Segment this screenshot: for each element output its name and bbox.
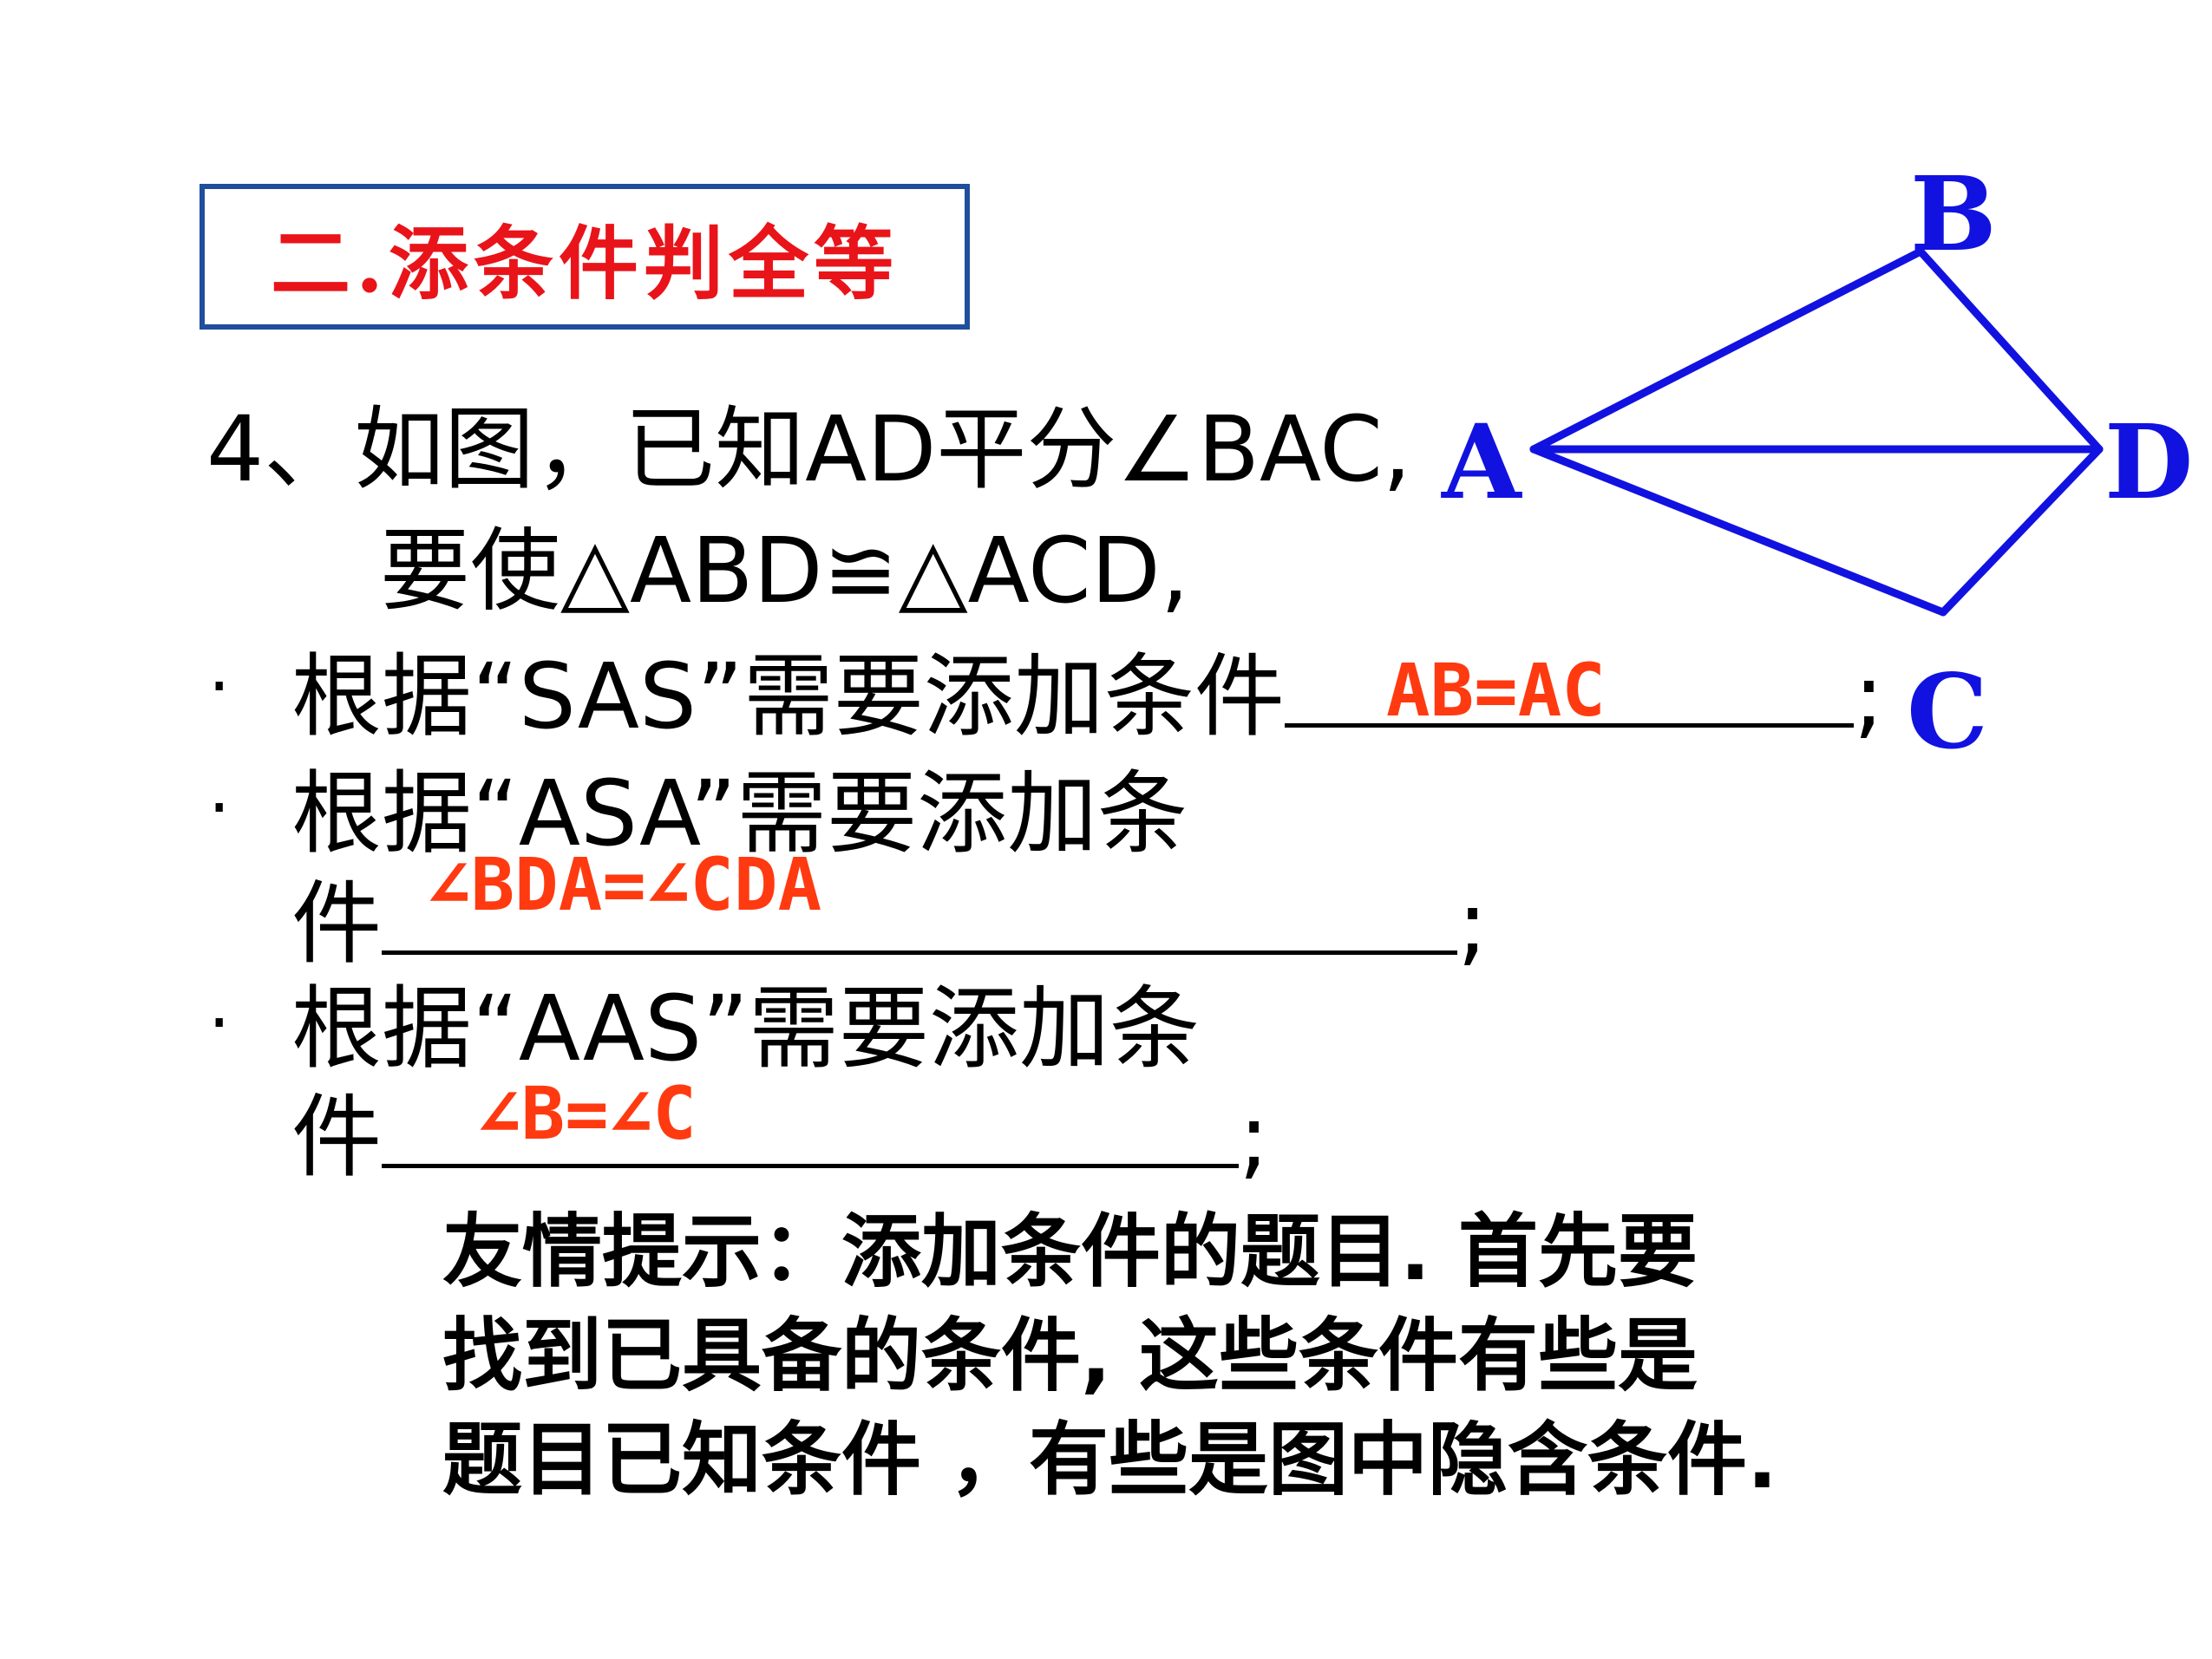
section-title: 二.添条件判全等 [270, 216, 900, 310]
problem-line-1: 4、如图，已知AD平分∠BAC, [206, 396, 1411, 502]
vertex-label-d: D [2104, 402, 2193, 522]
asa-cont-line: 件; [291, 867, 1488, 976]
vertex-label-c: C [1907, 651, 1988, 772]
sas-end: ; [1853, 643, 1884, 749]
asa-line: 根据“ASA”需要添加条 [291, 761, 1188, 866]
problem-line-2: 要使△ABD≌△ACD, [380, 518, 1189, 624]
sas-line: 根据“SAS”需要添加条件; [291, 640, 1884, 748]
asa-blank[interactable] [382, 867, 1458, 955]
vertex-label-a: A [1441, 402, 1522, 522]
hint-line-3: 题目已知条件 ，有些是图中隐含条件. [442, 1414, 1777, 1506]
aas-cont: 件 [291, 1084, 383, 1190]
aas-end: ; [1239, 1084, 1270, 1190]
segment-ab [1529, 247, 1925, 454]
sas-blank[interactable] [1284, 640, 1854, 728]
sas-text: 根据“SAS”需要添加条件 [291, 643, 1285, 749]
section-title-box: 二.添条件判全等 [200, 184, 970, 330]
segment-bd [1916, 247, 2104, 454]
aas-answer: ∠B=∠C [477, 1071, 697, 1156]
diagram-lines [1529, 247, 2104, 617]
aas-line: 根据“AAS”需要添加条 [291, 976, 1200, 1081]
asa-answer: ∠BDA=∠CDA [427, 842, 822, 927]
bullet-sas: · [208, 646, 231, 727]
hint-line-1: 友情提示：添加条件的题目. 首先要 [442, 1205, 1698, 1298]
vertex-label-b: B [1910, 153, 1997, 274]
bullet-aas: · [208, 983, 231, 1063]
aas-cont-line: 件; [291, 1081, 1269, 1189]
asa-cont: 件 [291, 871, 383, 976]
aas-blank[interactable] [382, 1081, 1240, 1168]
hint-line-2: 找到已具备的条件, 这些条件有些是 [442, 1310, 1698, 1402]
bullet-asa: · [208, 767, 231, 848]
sas-answer: AB=AC [1386, 648, 1606, 733]
segment-cd [1939, 445, 2104, 617]
segment-ac [1529, 445, 1947, 617]
asa-end: ; [1457, 871, 1489, 976]
